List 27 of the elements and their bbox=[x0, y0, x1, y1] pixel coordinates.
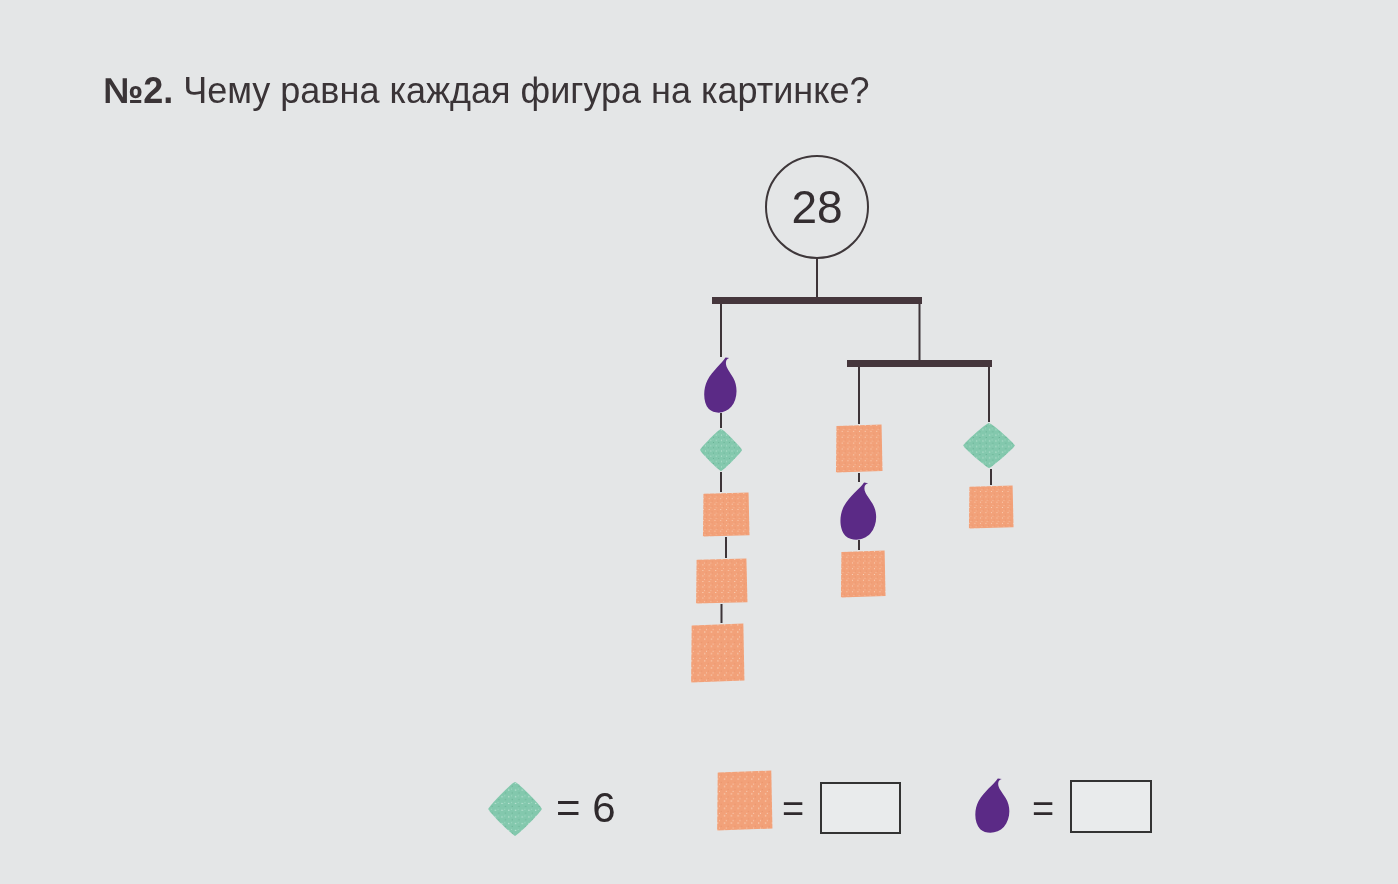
square-figure bbox=[695, 558, 748, 604]
square-figure bbox=[702, 492, 750, 537]
hanging-bar bbox=[847, 360, 992, 367]
hanging-string bbox=[918, 303, 921, 361]
hanging-string bbox=[725, 536, 727, 559]
diamond-figure bbox=[962, 422, 1016, 469]
hanging-bar bbox=[712, 297, 922, 304]
equation-text: = 6 bbox=[556, 787, 616, 829]
hanging-string bbox=[720, 471, 722, 493]
hanging-string bbox=[988, 366, 990, 423]
square-figure bbox=[968, 485, 1014, 529]
diamond-figure bbox=[699, 428, 743, 472]
task-title: №2. Чему равна каждая фигура на картинке? bbox=[103, 70, 870, 112]
square-figure bbox=[840, 550, 886, 598]
hanging-string bbox=[858, 539, 860, 551]
hanging-string bbox=[720, 603, 723, 624]
square-figure bbox=[690, 623, 745, 683]
hanging-string bbox=[858, 366, 860, 425]
equals-sign: = bbox=[782, 790, 805, 828]
number-circle: 28 bbox=[765, 155, 869, 259]
hanging-string bbox=[720, 412, 722, 429]
hanging-string bbox=[720, 303, 722, 358]
hanging-string bbox=[858, 472, 860, 483]
equals-sign: = bbox=[1032, 790, 1055, 828]
square-figure bbox=[835, 424, 883, 473]
hanging-string bbox=[990, 468, 992, 486]
hanging-string bbox=[816, 258, 818, 298]
